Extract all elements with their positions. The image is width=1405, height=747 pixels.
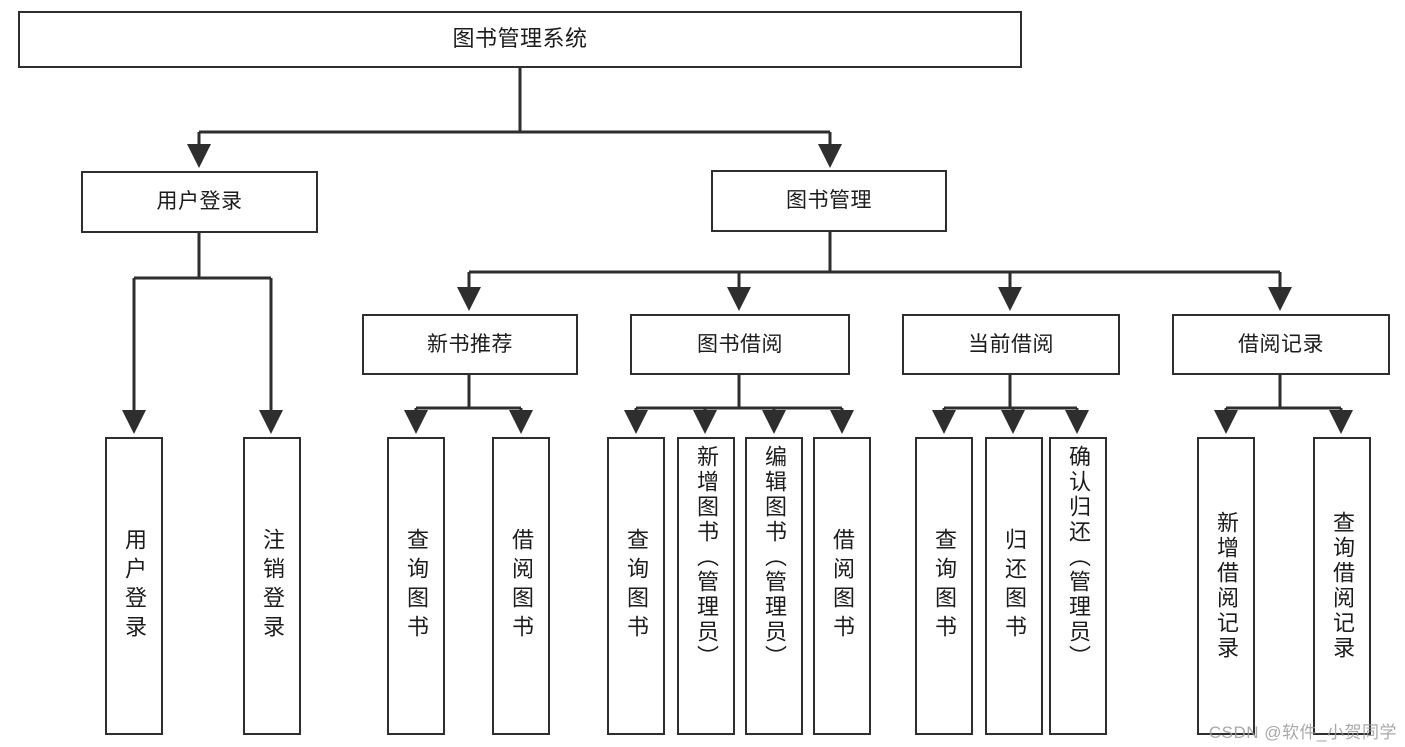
node-leaf-user-logout-label: 注销登录 <box>260 528 285 644</box>
node-new-book-recommend[interactable]: 新书推荐 <box>362 314 578 375</box>
node-leaf-add-record-label: 新增借阅记录 <box>1214 511 1239 661</box>
node-new-book-recommend-label: 新书推荐 <box>427 332 513 356</box>
node-leaf-query-book-3-label: 查询图书 <box>932 528 957 644</box>
node-leaf-return-book[interactable]: 归还图书 <box>985 437 1043 735</box>
node-leaf-borrow-book-2[interactable]: 借阅图书 <box>813 437 871 735</box>
node-leaf-return-book-label: 归还图书 <box>1002 528 1027 644</box>
node-borrow-record[interactable]: 借阅记录 <box>1172 314 1390 375</box>
node-leaf-user-login-label: 用户登录 <box>122 528 147 644</box>
node-current-borrow[interactable]: 当前借阅 <box>902 314 1120 375</box>
node-root[interactable]: 图书管理系统 <box>18 11 1022 68</box>
node-user-login[interactable]: 用户登录 <box>81 171 318 233</box>
node-leaf-confirm-return-label: 确认归还（管理员） <box>1066 445 1091 670</box>
node-leaf-edit-book-label: 编辑图书（管理员） <box>762 445 787 670</box>
csdn-watermark: CSDN @软件_小贺同学 <box>1208 723 1397 742</box>
node-leaf-add-record[interactable]: 新增借阅记录 <box>1197 437 1255 735</box>
node-book-management[interactable]: 图书管理 <box>711 170 947 232</box>
node-leaf-user-login[interactable]: 用户登录 <box>105 437 163 735</box>
node-leaf-query-record-label: 查询借阅记录 <box>1330 511 1355 661</box>
node-leaf-query-book-2[interactable]: 查询图书 <box>607 437 665 735</box>
node-book-borrow-label: 图书借阅 <box>697 332 783 356</box>
node-book-borrow[interactable]: 图书借阅 <box>630 314 850 375</box>
node-leaf-query-book-3[interactable]: 查询图书 <box>915 437 973 735</box>
node-leaf-user-logout[interactable]: 注销登录 <box>243 437 301 735</box>
node-leaf-query-record[interactable]: 查询借阅记录 <box>1313 437 1371 735</box>
node-leaf-query-book-2-label: 查询图书 <box>624 528 649 644</box>
node-user-login-label: 用户登录 <box>156 190 243 214</box>
node-leaf-borrow-book-2-label: 借阅图书 <box>830 528 855 644</box>
node-leaf-borrow-book-1[interactable]: 借阅图书 <box>492 437 550 735</box>
node-leaf-add-book[interactable]: 新增图书（管理员） <box>677 437 735 735</box>
node-leaf-borrow-book-1-label: 借阅图书 <box>509 528 534 644</box>
node-current-borrow-label: 当前借阅 <box>968 332 1054 356</box>
node-leaf-edit-book[interactable]: 编辑图书（管理员） <box>745 437 803 735</box>
node-leaf-query-book-1[interactable]: 查询图书 <box>387 437 445 735</box>
node-leaf-query-book-1-label: 查询图书 <box>404 528 429 644</box>
node-root-label: 图书管理系统 <box>452 26 588 52</box>
node-leaf-confirm-return[interactable]: 确认归还（管理员） <box>1049 437 1107 735</box>
node-borrow-record-label: 借阅记录 <box>1238 332 1324 356</box>
node-leaf-add-book-label: 新增图书（管理员） <box>694 445 719 670</box>
node-book-management-label: 图书管理 <box>786 189 872 213</box>
